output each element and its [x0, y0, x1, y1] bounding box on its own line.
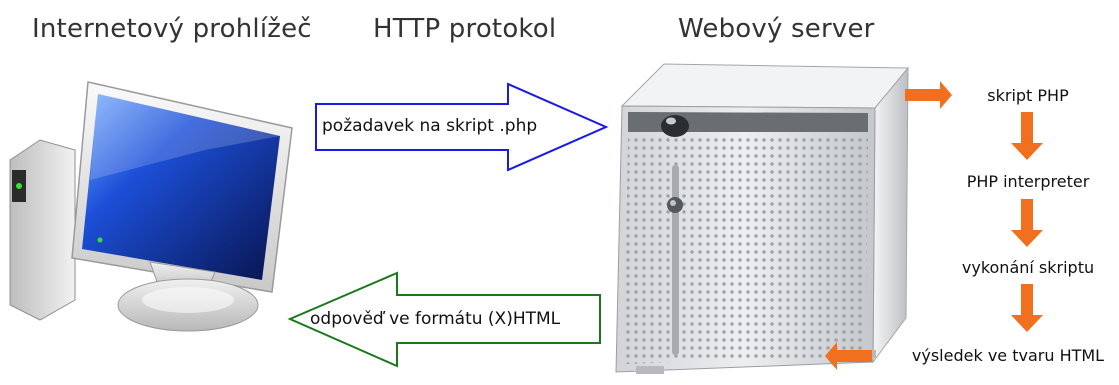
- server-heading: Webový server: [678, 14, 875, 44]
- server-tower-icon: [615, 63, 910, 374]
- orange-arrow-down-2: [1011, 199, 1043, 247]
- orange-arrow-down-3: [1011, 284, 1043, 332]
- response-label: odpověď ve formátu (X)HTML: [310, 309, 561, 329]
- request-label: požadavek na skript .php: [322, 116, 538, 136]
- step-php-interpreter: PHP interpreter: [966, 172, 1090, 191]
- desktop-computer-icon: [9, 81, 293, 332]
- processing-arrows: [825, 81, 1043, 370]
- browser-heading: Internetový prohlížeč: [32, 14, 312, 44]
- step-script-execution: vykonání skriptu: [961, 258, 1095, 277]
- response-arrow: [287, 271, 601, 368]
- step-html-result: výsledek ve tvaru HTML: [911, 346, 1105, 365]
- orange-arrow-right: [905, 81, 952, 109]
- request-arrow: [315, 82, 609, 172]
- orange-arrow-left: [825, 342, 872, 370]
- step-php-script: skript PHP: [987, 86, 1069, 105]
- orange-arrow-down-1: [1011, 112, 1043, 160]
- protocol-heading: HTTP protokol: [373, 14, 557, 44]
